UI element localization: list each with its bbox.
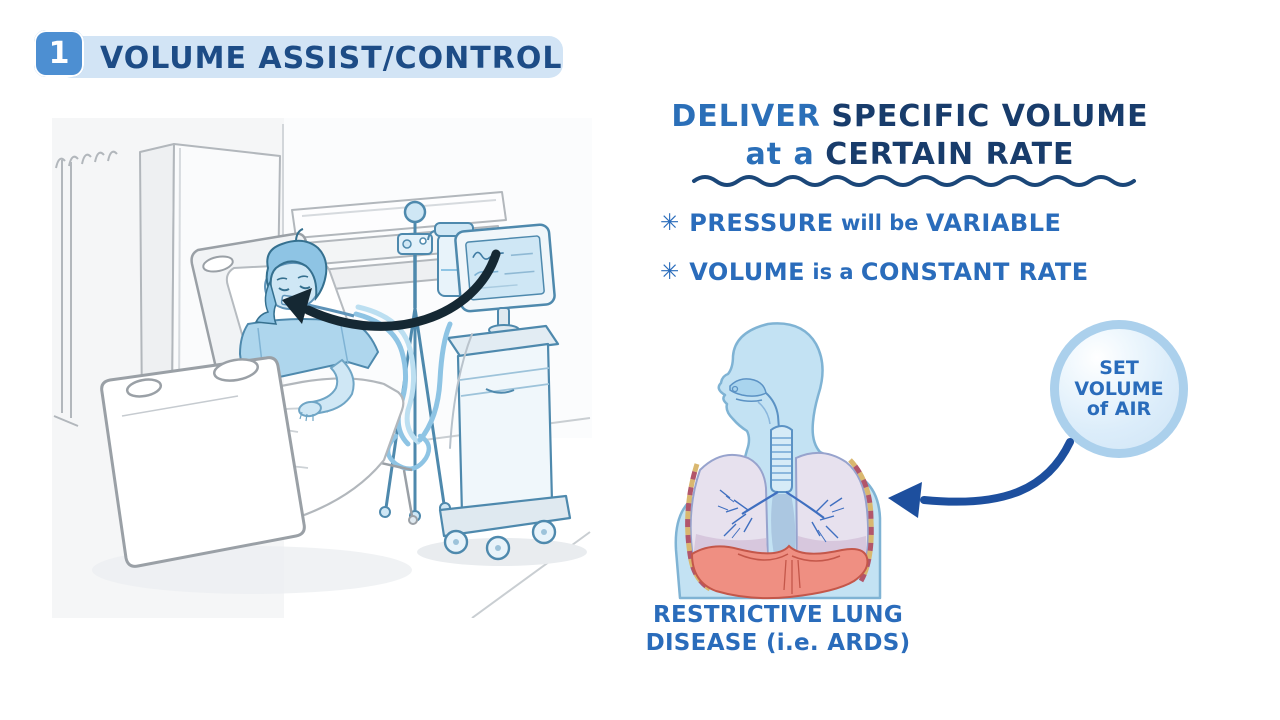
heading-strong-2: CERTAIN RATE xyxy=(825,136,1075,172)
waveform-line xyxy=(472,251,504,260)
bubble-line-3: of AIR xyxy=(1086,398,1152,421)
bubble-line-2: VOLUME xyxy=(1074,377,1164,400)
nasal-cavity xyxy=(729,378,767,403)
ventilator-cart xyxy=(438,324,572,561)
step-number-badge: 1 xyxy=(34,30,84,77)
bullet1-strong1: PRESSURE xyxy=(689,209,834,237)
arrow-bubble-to-lungs xyxy=(888,438,1074,518)
torso-caption: RESTRICTIVE LUNG DISEASE (i.e. ARDS) xyxy=(628,602,928,657)
bullet-list: ✳ PRESSURE will be VARIABLE ✳ VOLUME is … xyxy=(660,203,1180,301)
cart-wheels xyxy=(443,519,557,561)
arrow-machine-to-patient xyxy=(282,249,501,331)
bed-footboard xyxy=(100,356,306,568)
patient-eyebrows xyxy=(276,275,309,281)
step-number: 1 xyxy=(48,36,70,71)
bullet1-strong2: VARIABLE xyxy=(925,209,1062,237)
patient-closed-eyes xyxy=(278,285,311,292)
bronchial-tree xyxy=(717,489,845,543)
trachea xyxy=(770,424,793,493)
asterisk-icon: ✳ xyxy=(660,210,680,236)
bullet-volume: ✳ VOLUME is a CONSTANT RATE xyxy=(660,252,1180,292)
diaphragm xyxy=(690,544,869,600)
caption-line-1: RESTRICTIVE LUNG xyxy=(652,602,904,628)
heading: DELIVER SPECIFIC VOLUME at a CERTAIN RATE xyxy=(648,98,1172,173)
respiratory-torso-illustration xyxy=(674,322,882,600)
bubble-line-1: SET xyxy=(1099,356,1139,379)
heading-accent-2: at a xyxy=(745,136,815,172)
page-title: VOLUME ASSIST/CONTROL xyxy=(100,41,563,76)
bullet2-strong1: VOLUME xyxy=(689,258,806,286)
wavy-underline xyxy=(692,175,1136,187)
title-highlight xyxy=(58,36,563,78)
asterisk-icon: ✳ xyxy=(660,259,680,285)
set-volume-bubble: SET VOLUME of AIR xyxy=(1050,320,1188,458)
heading-accent-1: DELIVER xyxy=(671,99,821,134)
window xyxy=(53,150,118,427)
pharynx xyxy=(757,392,780,430)
bullet2-mid: is a xyxy=(812,260,854,284)
hospital-scene-illustration xyxy=(52,118,592,618)
caption-line-2: DISEASE (i.e. ARDS) xyxy=(645,629,911,656)
heading-strong-1: SPECIFIC VOLUME xyxy=(831,99,1149,134)
bullet-pressure: ✳ PRESSURE will be VARIABLE xyxy=(660,203,1180,243)
bullet1-mid: will be xyxy=(840,211,919,235)
bullet2-strong2: CONSTANT RATE xyxy=(860,258,1089,286)
